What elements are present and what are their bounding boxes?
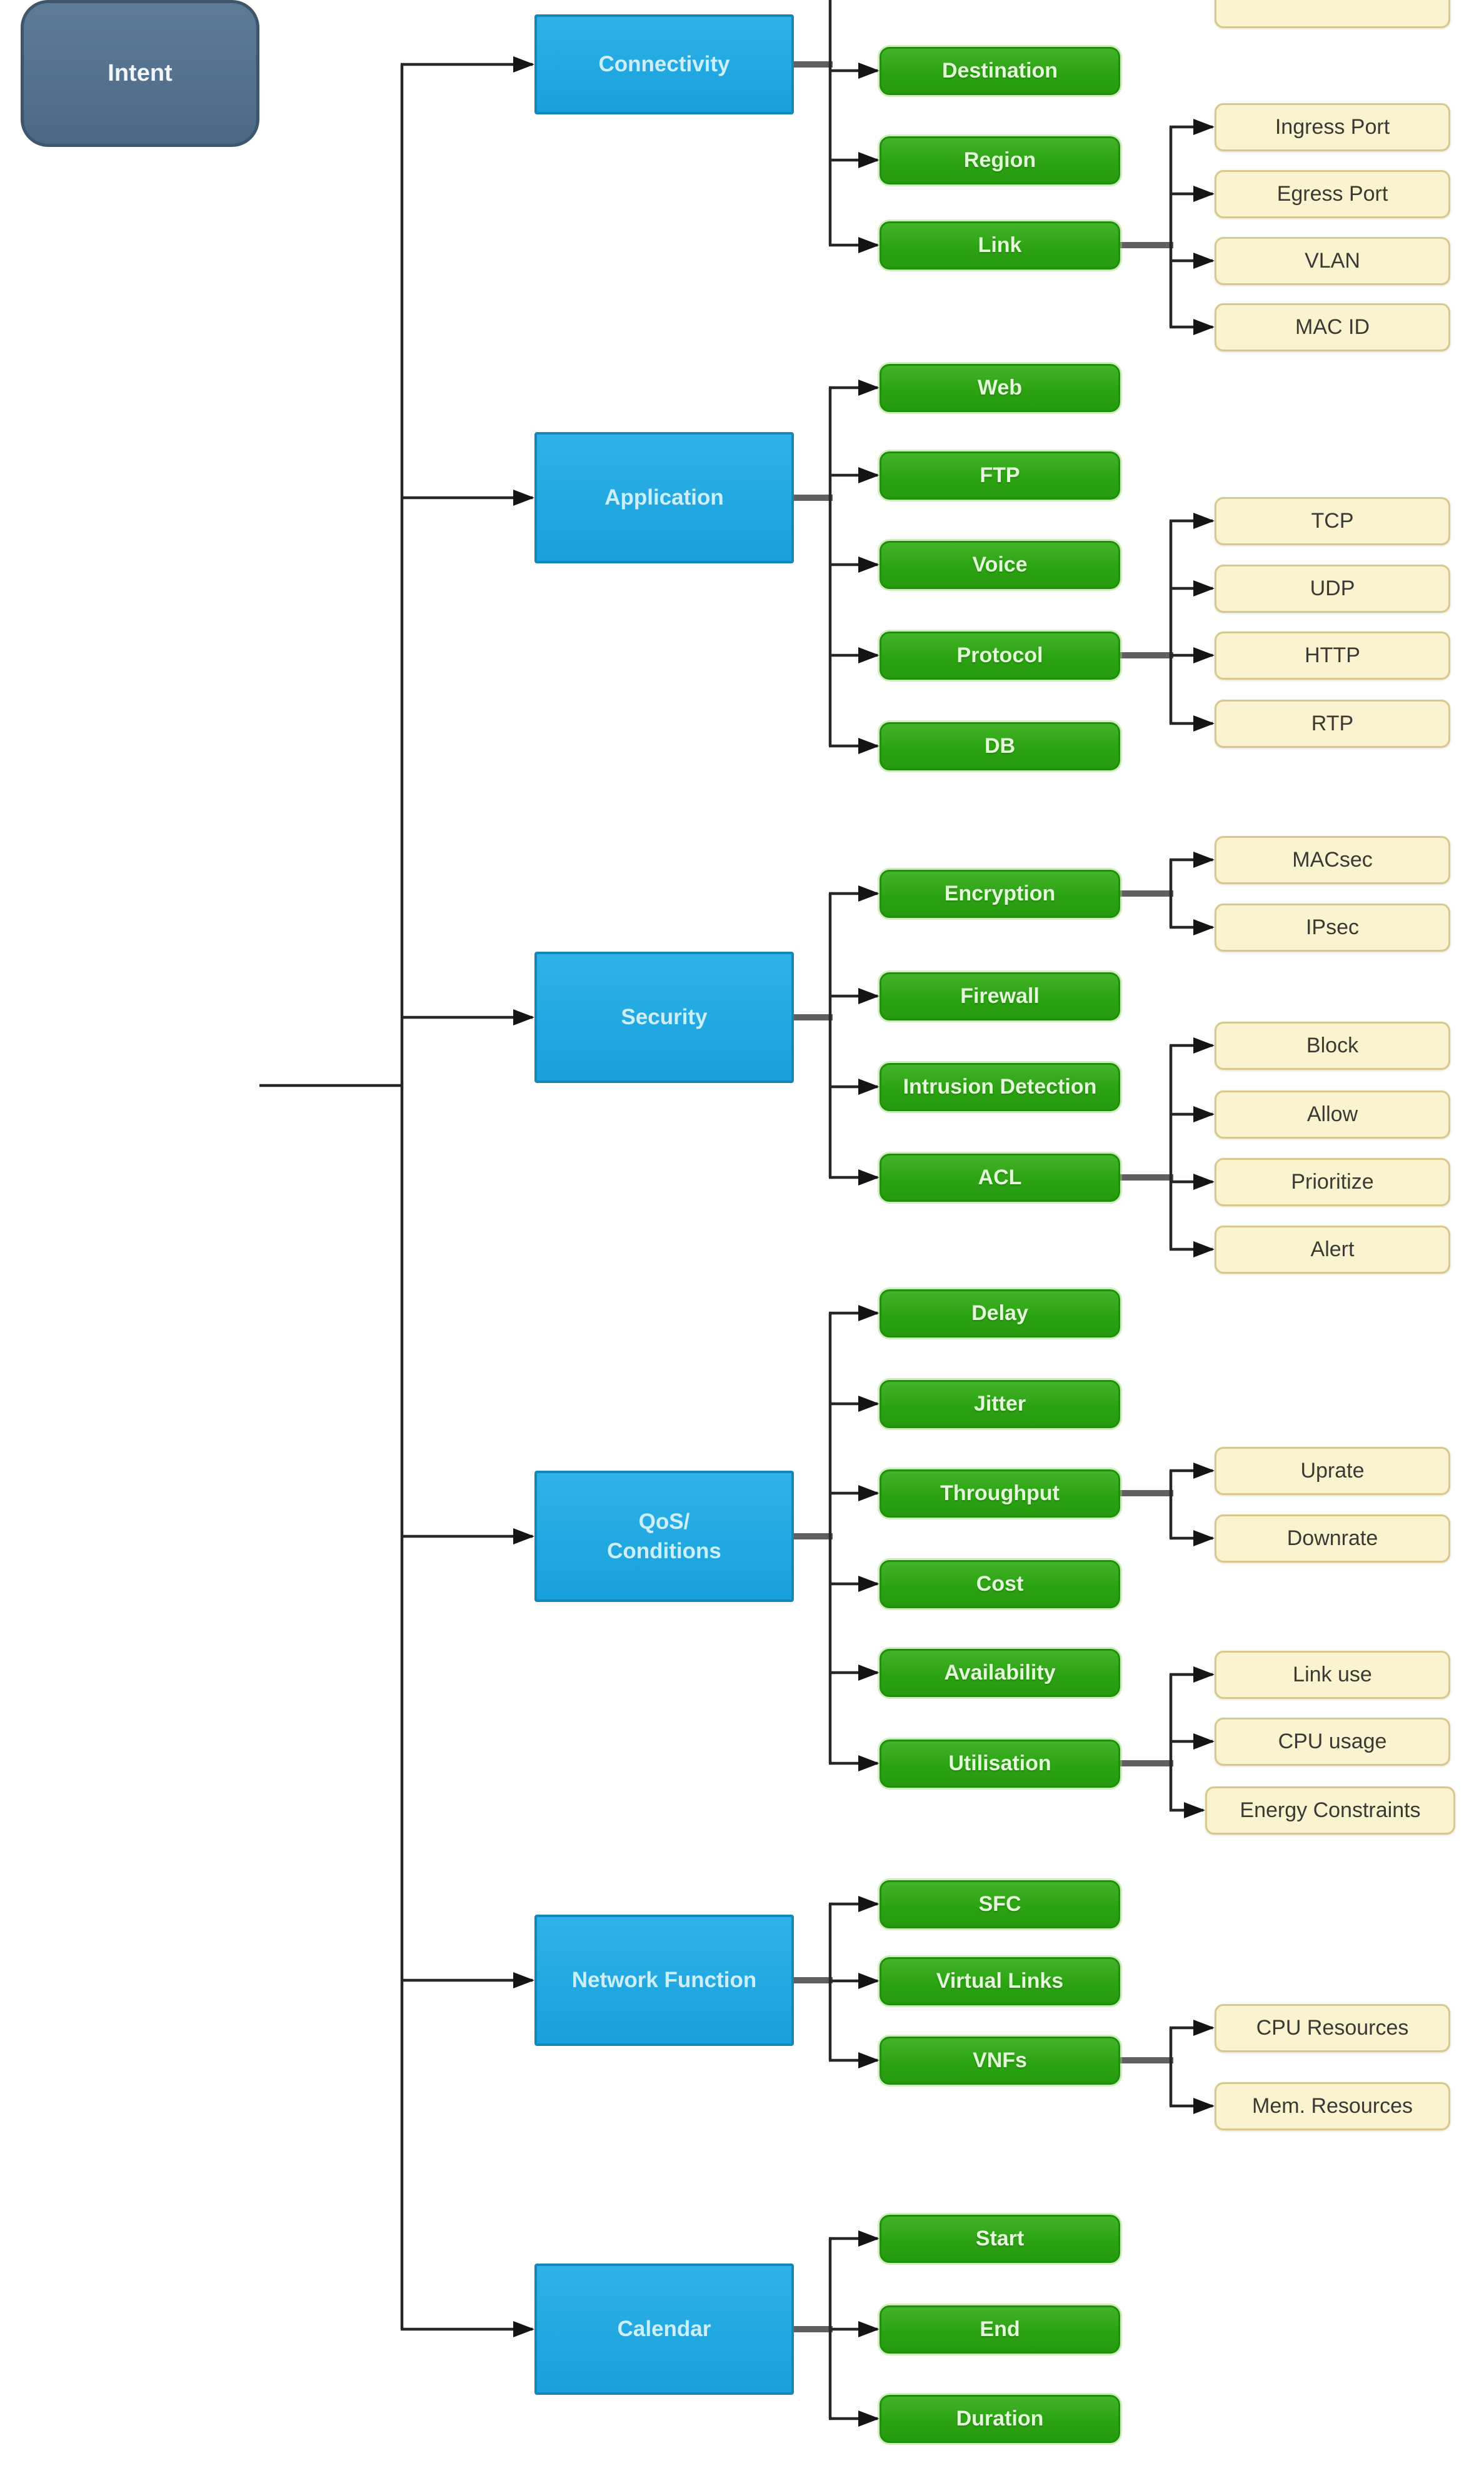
node-intrusion-detection: Intrusion Detection (880, 1063, 1120, 1111)
node-link: Link (880, 221, 1120, 269)
node-acl: ACL (880, 1154, 1120, 1202)
node-availability: Availability (880, 1649, 1120, 1697)
node-db: DB (880, 722, 1120, 770)
node-http: HTTP (1215, 632, 1450, 680)
node-cropped-top-value (1215, 0, 1450, 28)
node-vlan: VLAN (1215, 237, 1450, 285)
node-prioritize: Prioritize (1215, 1158, 1450, 1206)
node-start: Start (880, 2215, 1120, 2263)
node-virtual-links: Virtual Links (880, 1957, 1120, 2005)
node-duration: Duration (880, 2395, 1120, 2443)
node-web: Web (880, 364, 1120, 412)
node-link-use: Link use (1215, 1651, 1450, 1699)
node-qos-conditions: QoS/ Conditions (534, 1471, 794, 1602)
node-protocol: Protocol (880, 632, 1120, 680)
node-encryption: Encryption (880, 870, 1120, 918)
node-tcp: TCP (1215, 497, 1450, 545)
node-jitter: Jitter (880, 1380, 1120, 1428)
node-delay: Delay (880, 1289, 1120, 1337)
node-ingress-port: Ingress Port (1215, 103, 1450, 151)
node-udp: UDP (1215, 565, 1450, 613)
node-region: Region (880, 136, 1120, 184)
node-application: Application (534, 432, 794, 563)
node-allow: Allow (1215, 1090, 1450, 1139)
node-cpu-usage: CPU usage (1215, 1718, 1450, 1766)
node-sfc: SFC (880, 1880, 1120, 1928)
node-connectivity: Connectivity (534, 14, 794, 114)
node-egress-port: Egress Port (1215, 170, 1450, 218)
node-cpu-resources: CPU Resources (1215, 2004, 1450, 2052)
node-cost: Cost (880, 1560, 1120, 1608)
node-intent: Intent (21, 0, 259, 147)
node-throughput: Throughput (880, 1469, 1120, 1518)
node-security: Security (534, 952, 794, 1083)
node-mem-resources: Mem. Resources (1215, 2082, 1450, 2130)
node-mac-id: MAC ID (1215, 303, 1450, 351)
node-utilisation: Utilisation (880, 1740, 1120, 1788)
node-rtp: RTP (1215, 700, 1450, 748)
node-voice: Voice (880, 541, 1120, 589)
node-firewall: Firewall (880, 972, 1120, 1020)
node-network-function: Network Function (534, 1915, 794, 2046)
node-ftp: FTP (880, 451, 1120, 500)
node-vnfs: VNFs (880, 2037, 1120, 2085)
node-energy-constraints: Energy Constraints (1205, 1786, 1455, 1835)
node-calendar: Calendar (534, 2264, 794, 2395)
node-alert: Alert (1215, 1226, 1450, 1274)
node-end: End (880, 2305, 1120, 2354)
node-destination: Destination (880, 47, 1120, 95)
node-macsec: MACsec (1215, 836, 1450, 884)
node-uprate: Uprate (1215, 1447, 1450, 1495)
node-downrate: Downrate (1215, 1514, 1450, 1563)
node-ipsec: IPsec (1215, 904, 1450, 952)
node-block: Block (1215, 1022, 1450, 1070)
